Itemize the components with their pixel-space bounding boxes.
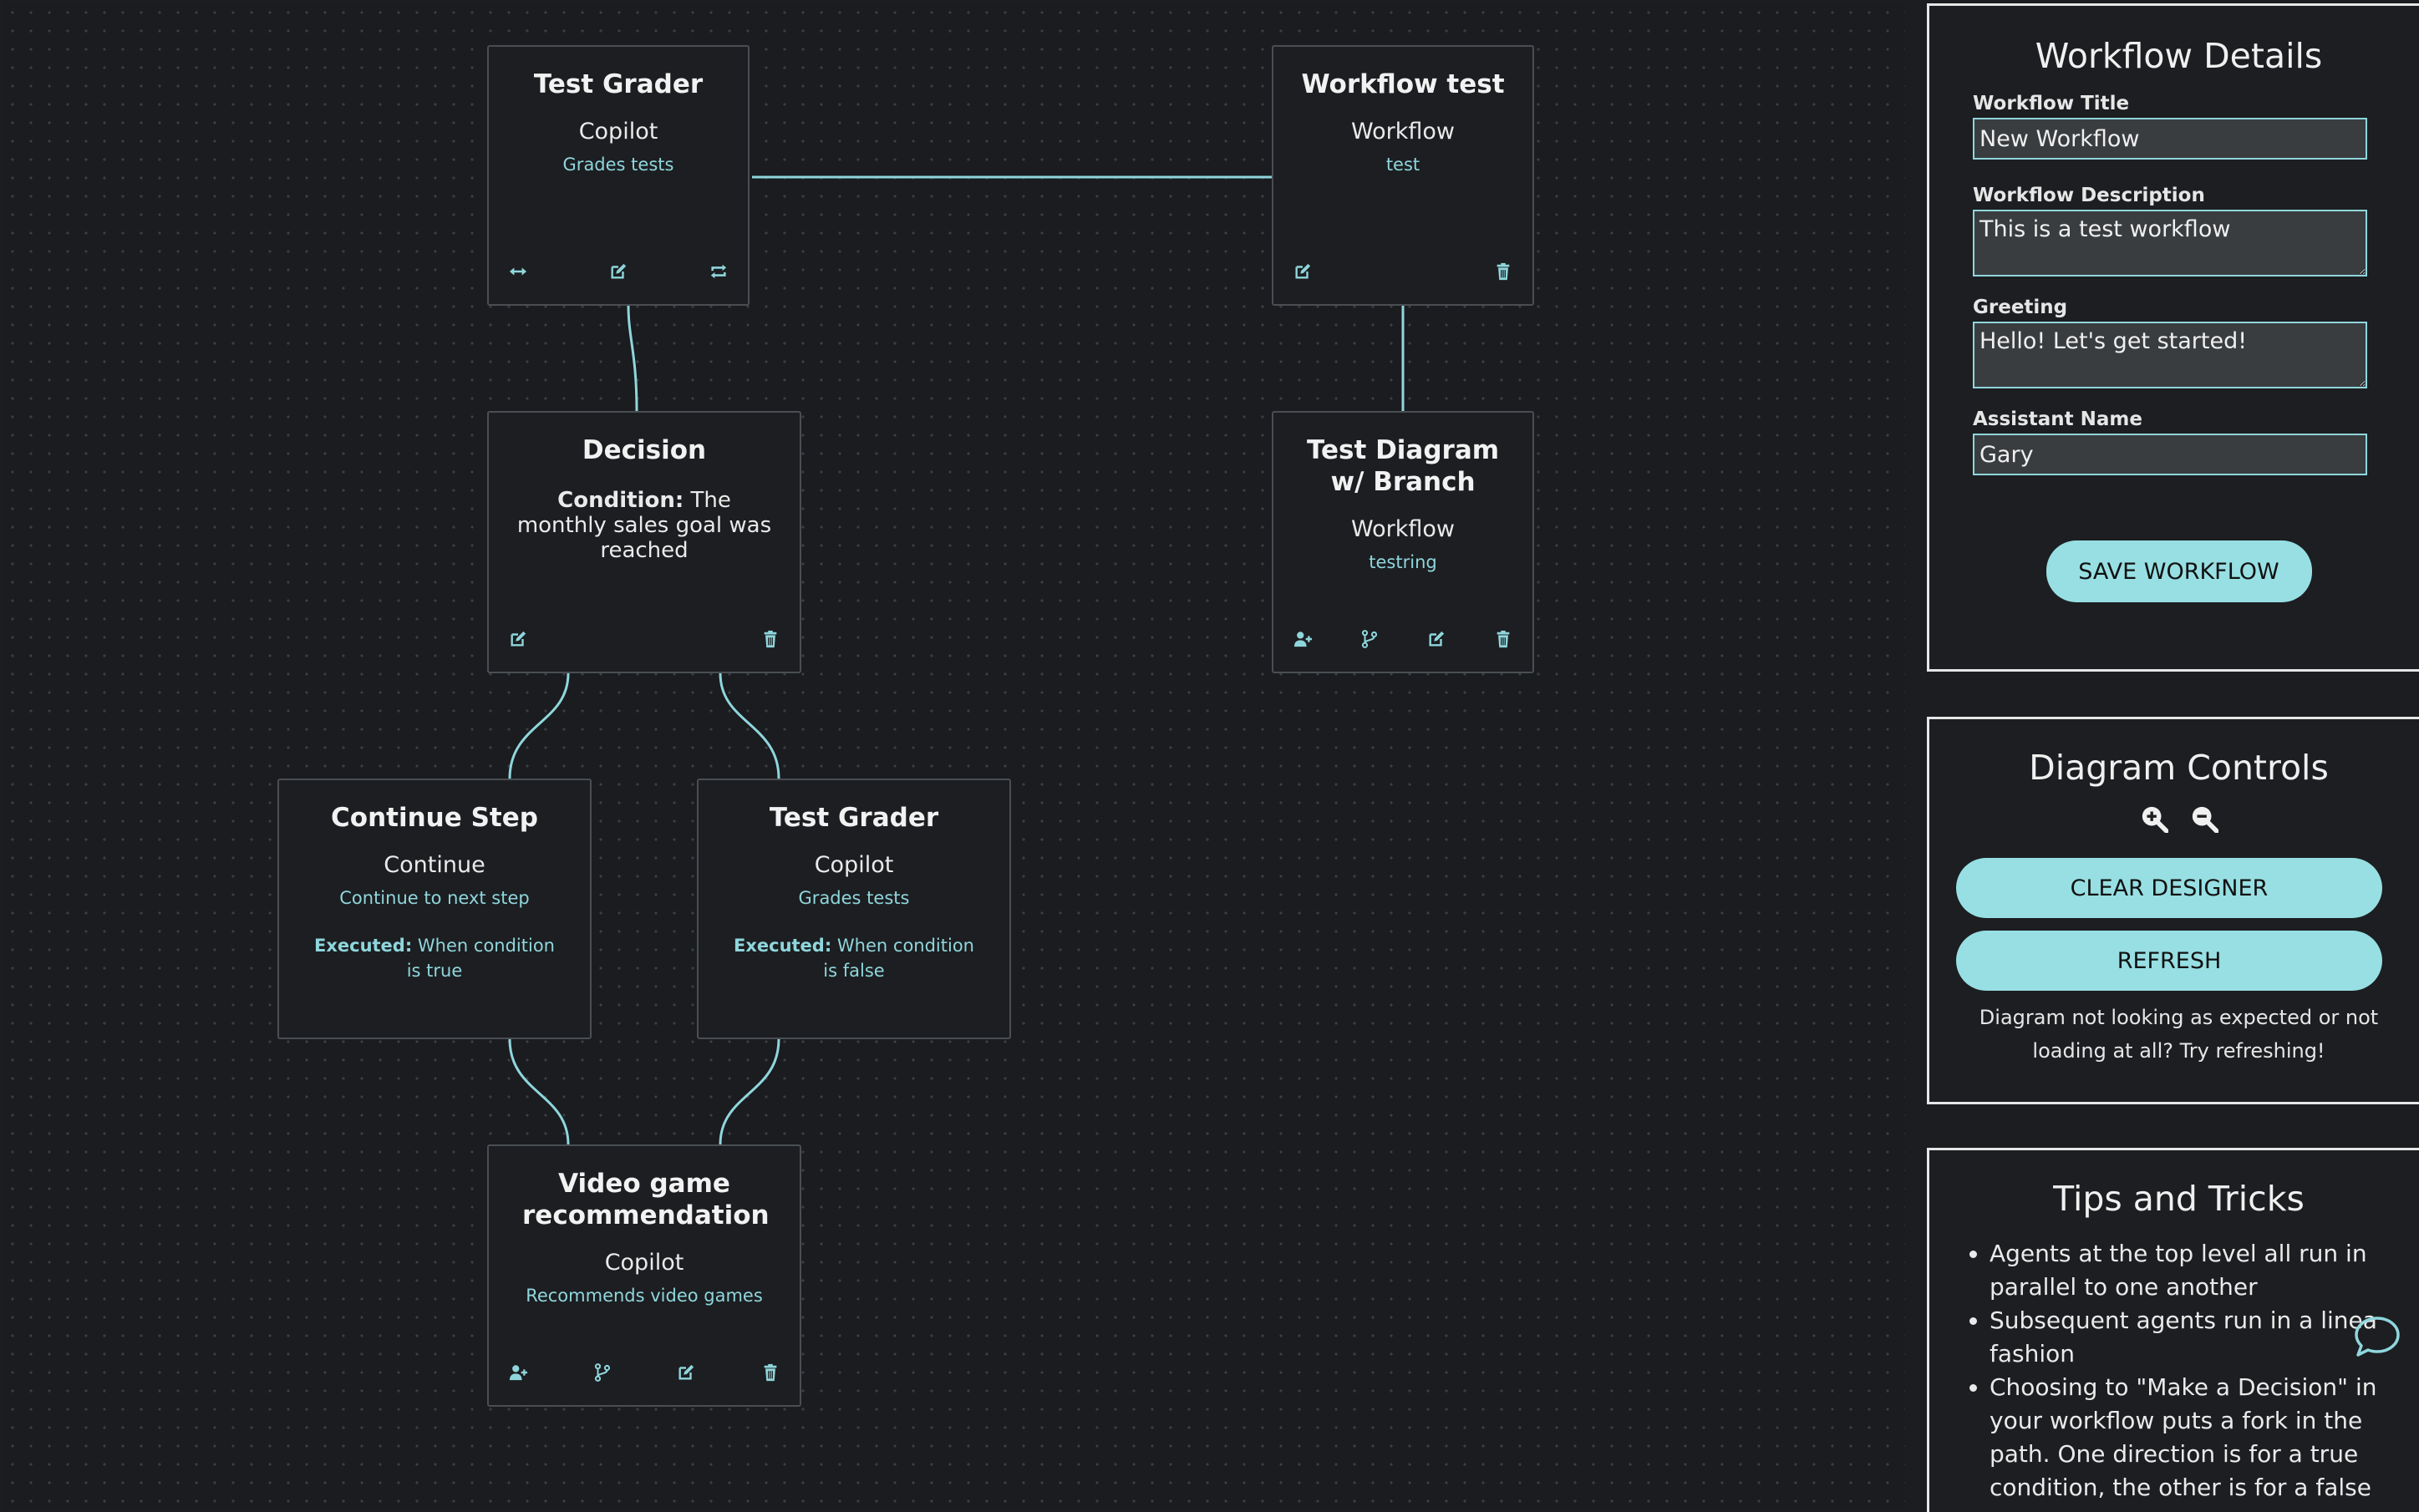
trash-icon[interactable] xyxy=(1492,261,1514,282)
diagram-canvas[interactable]: Test Grader Copilot Grades tests Workflo… xyxy=(3,3,1905,1509)
node-test-grader-branch[interactable]: Test Grader Copilot Grades tests Execute… xyxy=(697,779,1011,1039)
tip-item: Subsequent agents run in a linea fashion xyxy=(1990,1304,2411,1371)
node-condition: Condition: The monthly sales goal was re… xyxy=(489,488,800,563)
sidebar: Workflow Details Workflow Title Workflow… xyxy=(1910,0,2419,1512)
edit-icon[interactable] xyxy=(1425,628,1447,650)
node-title: Workflow test xyxy=(1301,69,1505,99)
node-continue-step[interactable]: Continue Step Continue Continue to next … xyxy=(277,779,592,1039)
branch-icon[interactable] xyxy=(1359,628,1380,650)
greeting-textarea[interactable]: Hello! Let's get started! xyxy=(1973,322,2367,388)
node-actions xyxy=(489,628,800,650)
node-workflow-test[interactable]: Workflow test Workflow test xyxy=(1272,45,1534,306)
tip-item: Agents at the top level all run in paral… xyxy=(1990,1237,2411,1304)
assistant-name-label: Assistant Name xyxy=(1973,408,2142,430)
tip-item: Choosing to "Make a Decision" in your wo… xyxy=(1990,1371,2411,1504)
edge-decision-to-grader xyxy=(719,672,780,779)
edit-icon[interactable] xyxy=(675,1362,697,1383)
repeat-icon[interactable] xyxy=(708,261,729,282)
tips-panel: Tips and Tricks Agents at the top level … xyxy=(1927,1148,2419,1512)
refresh-button[interactable]: REFRESH xyxy=(1956,931,2382,991)
workflow-description-textarea[interactable]: This is a test workflow xyxy=(1973,210,2367,277)
node-type: Copilot xyxy=(578,119,658,145)
workflow-description-label: Workflow Description xyxy=(1973,185,2205,206)
diagram-edges xyxy=(508,175,1405,1145)
add-user-icon[interactable] xyxy=(1292,628,1314,650)
executed-label: Executed: xyxy=(313,936,413,956)
executed-label: Executed: xyxy=(733,936,832,956)
node-description: Grades tests xyxy=(562,155,674,175)
node-title: Test Grader xyxy=(533,69,704,99)
node-actions xyxy=(489,1362,800,1383)
edit-icon[interactable] xyxy=(1292,261,1314,282)
node-title: Decision xyxy=(582,435,707,465)
workflow-title-label: Workflow Title xyxy=(1973,93,2130,114)
executed-text: When condition is true xyxy=(406,936,555,981)
chat-bubble-icon[interactable] xyxy=(2352,1312,2402,1362)
tips-list: Agents at the top level all run in paral… xyxy=(1929,1237,2419,1504)
node-type: Workflow xyxy=(1351,119,1455,145)
edge-decision-to-continue xyxy=(508,672,570,779)
refresh-hint: Diagram not looking as expected or not l… xyxy=(1979,1006,2379,1063)
zoom-out-icon[interactable] xyxy=(2190,804,2218,833)
branch-icon[interactable] xyxy=(592,1362,613,1383)
node-actions xyxy=(1273,628,1532,650)
edit-icon[interactable] xyxy=(607,261,629,282)
node-type: Copilot xyxy=(814,852,894,878)
workflow-title-input[interactable] xyxy=(1973,118,2367,160)
node-actions xyxy=(489,261,748,282)
node-description: Grades tests xyxy=(798,888,910,908)
node-title: Video game recommendation xyxy=(522,1169,770,1230)
node-type: Workflow xyxy=(1351,516,1455,542)
diagram-controls-panel: Diagram Controls CLEAR DESIGNER REFRESH … xyxy=(1927,717,2419,1104)
panel-title: Workflow Details xyxy=(2035,36,2323,76)
condition-label: Condition: xyxy=(557,488,684,513)
trash-icon[interactable] xyxy=(760,628,781,650)
node-description: Continue to next step xyxy=(339,888,530,908)
node-actions xyxy=(1273,261,1532,282)
node-title: Test Diagram w/ Branch xyxy=(1306,435,1500,497)
condition-text: The monthly sales goal was reached xyxy=(516,488,772,563)
node-executed: Executed: When condition is false xyxy=(699,933,1009,983)
greeting-label: Greeting xyxy=(1973,297,2068,318)
zoom-in-icon[interactable] xyxy=(2140,804,2168,833)
node-title: Test Grader xyxy=(769,803,939,833)
edit-icon[interactable] xyxy=(507,628,529,650)
edge-grader-to-decision xyxy=(627,305,638,412)
panel-title: Diagram Controls xyxy=(2029,748,2329,788)
swap-icon[interactable] xyxy=(507,261,529,282)
node-test-grader-top[interactable]: Test Grader Copilot Grades tests xyxy=(487,45,750,306)
edge-grader-to-video xyxy=(719,1038,780,1145)
trash-icon[interactable] xyxy=(1492,628,1514,650)
node-executed: Executed: When condition is true xyxy=(279,933,590,983)
clear-designer-button[interactable]: CLEAR DESIGNER xyxy=(1956,858,2382,918)
panel-title: Tips and Tricks xyxy=(2053,1179,2305,1219)
edge-continue-to-video xyxy=(508,1038,570,1145)
add-user-icon[interactable] xyxy=(507,1362,529,1383)
save-workflow-button[interactable]: SAVE WORKFLOW xyxy=(2045,540,2312,602)
node-type: Continue xyxy=(384,852,485,878)
node-type: Copilot xyxy=(604,1250,684,1276)
node-decision[interactable]: Decision Condition: The monthly sales go… xyxy=(487,411,801,673)
zoom-controls xyxy=(1929,804,2419,833)
trash-icon[interactable] xyxy=(760,1362,781,1383)
node-video-game[interactable]: Video game recommendation Copilot Recomm… xyxy=(487,1144,801,1407)
assistant-name-input[interactable] xyxy=(1973,434,2367,475)
workflow-details-panel: Workflow Details Workflow Title Workflow… xyxy=(1927,3,2419,672)
node-description: testring xyxy=(1369,552,1437,572)
node-description: Recommends video games xyxy=(526,1286,763,1306)
node-test-diagram-branch[interactable]: Test Diagram w/ Branch Workflow testring xyxy=(1272,411,1534,673)
executed-text: When condition is false xyxy=(823,936,974,981)
node-title: Continue Step xyxy=(331,803,538,833)
node-description: test xyxy=(1385,155,1420,175)
